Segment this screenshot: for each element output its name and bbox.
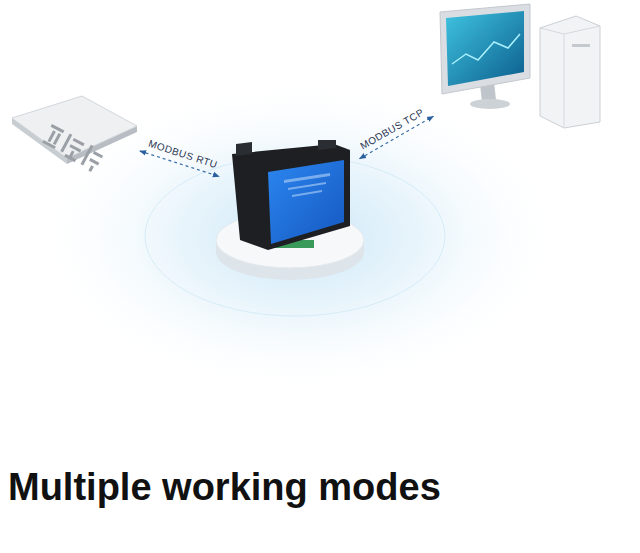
illustration-part <box>572 44 590 47</box>
illustration-part <box>69 144 81 152</box>
computer-illustration <box>440 4 600 128</box>
meter-illustration <box>12 96 137 173</box>
glow-ring <box>145 156 445 316</box>
diagram-title: Multiple working modes <box>8 466 441 509</box>
illustration-part <box>42 140 56 149</box>
illustration-part <box>232 144 350 250</box>
node-outline <box>12 96 137 164</box>
illustration-part <box>12 96 137 158</box>
gateway-illustration <box>232 140 350 250</box>
illustration-part <box>268 160 344 244</box>
illustration-part <box>60 133 72 152</box>
illustration-part <box>88 165 93 172</box>
illustration-part <box>564 34 565 128</box>
illustration-part <box>540 28 564 34</box>
node-outline <box>222 140 357 258</box>
illustration-part <box>292 190 322 197</box>
gateway-device <box>222 140 357 258</box>
illustration-part <box>452 34 520 64</box>
node-outline <box>436 4 602 130</box>
illustration-part <box>284 173 330 183</box>
illustration-part <box>470 99 510 109</box>
illustration-part <box>73 138 85 146</box>
illustration-part <box>89 158 99 165</box>
meter-device <box>12 96 137 164</box>
illustration-part <box>81 145 94 166</box>
illustration-part <box>318 140 336 150</box>
illustration-part <box>540 16 600 128</box>
illustration-part <box>284 173 330 197</box>
illustration-part <box>64 154 76 162</box>
illustration-part <box>53 133 61 145</box>
illustration-part <box>93 151 103 158</box>
illustration-part <box>236 142 252 156</box>
computer-station <box>436 4 602 130</box>
illustration-part <box>41 124 105 173</box>
illustration-part <box>564 26 600 34</box>
illustration-part <box>440 4 530 94</box>
illustration-part <box>288 182 326 190</box>
illustration-part <box>446 11 524 86</box>
